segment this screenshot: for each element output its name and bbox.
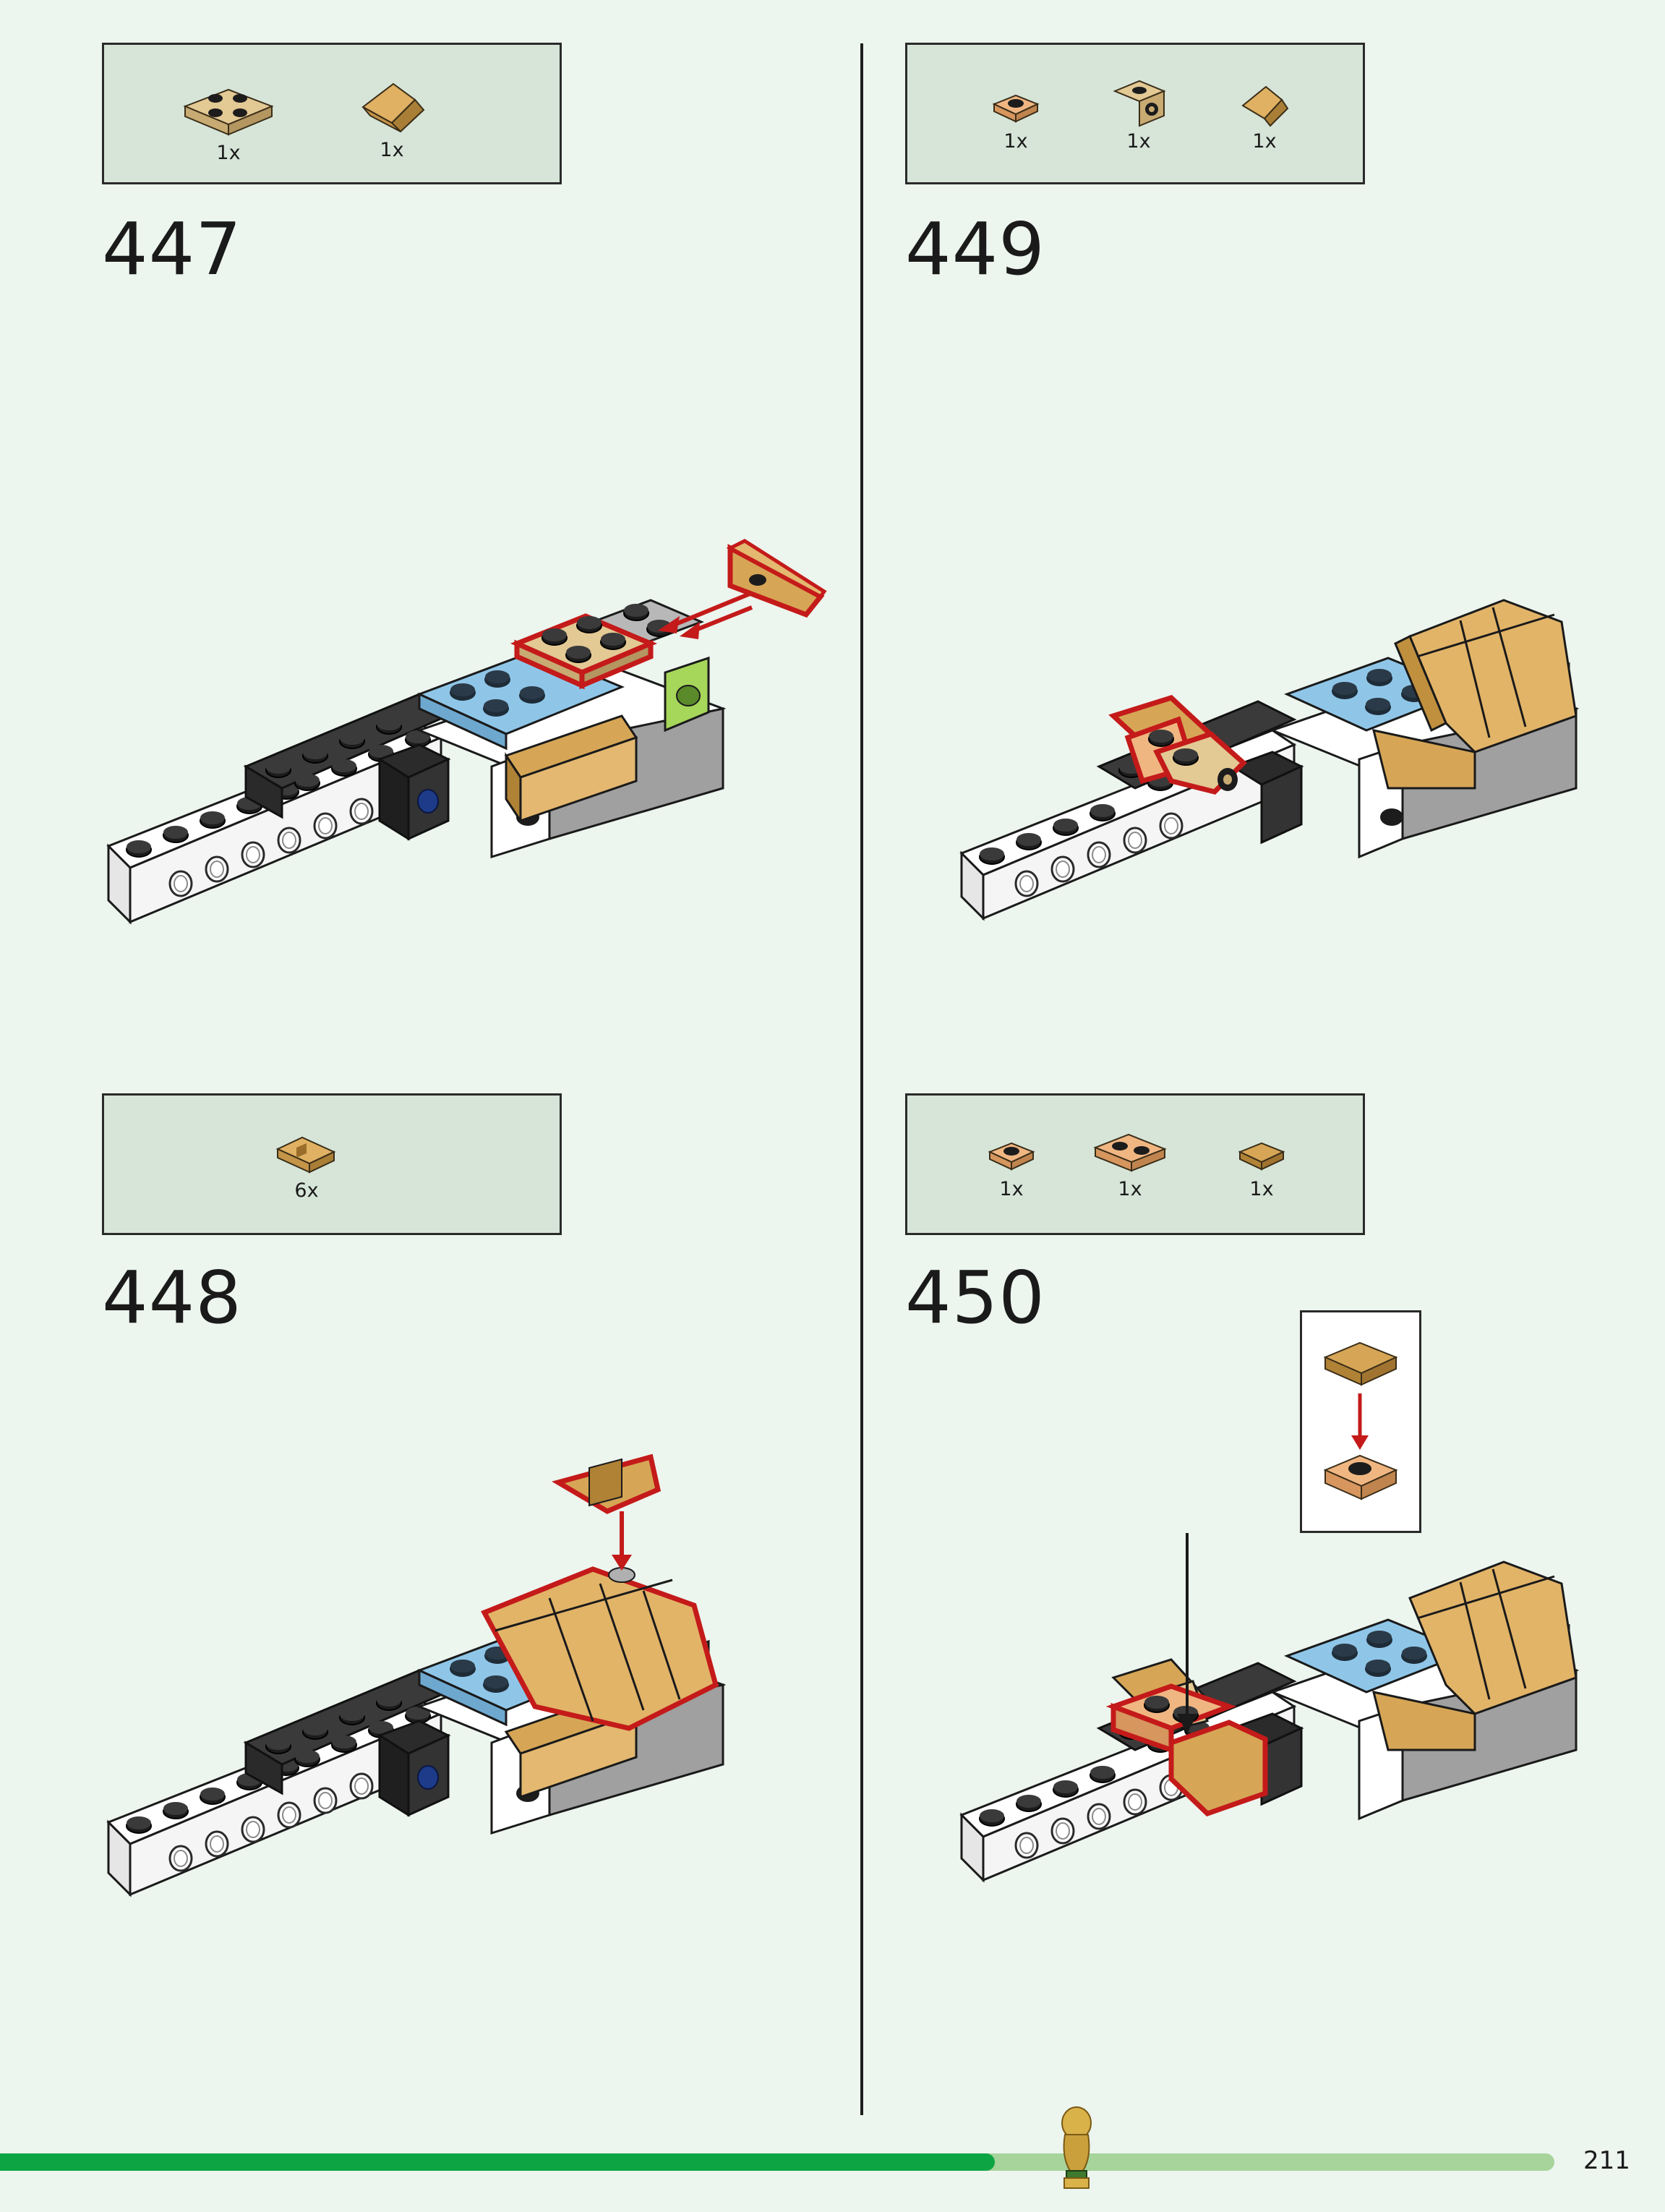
part-nougat-1x1-plate: 1x bbox=[958, 84, 1074, 153]
part-nougat-1x1-plate: 1x bbox=[954, 1132, 1069, 1200]
tan-bracket-icon bbox=[1106, 75, 1171, 127]
nougat-plate-icon bbox=[987, 84, 1045, 127]
part-quantity: 1x bbox=[334, 139, 450, 161]
tan-plate-icon bbox=[178, 74, 279, 139]
part-quantity: 1x bbox=[958, 130, 1074, 153]
part-quantity: 1x bbox=[1207, 130, 1322, 153]
gold-slope-icon bbox=[1236, 80, 1293, 127]
build-illustration-450 bbox=[954, 1533, 1648, 1909]
part-quantity: 1x bbox=[171, 142, 286, 164]
part-quantity: 6x bbox=[249, 1179, 364, 1202]
part-gold-tile: 1x bbox=[1204, 1132, 1319, 1200]
sub-assembly-diagram bbox=[1302, 1312, 1419, 1531]
parts-list-449: 1x 1x 1x bbox=[905, 43, 1365, 184]
progress-fill bbox=[0, 2153, 995, 2171]
sub-assembly-callout bbox=[1300, 1310, 1421, 1533]
part-quantity: 1x bbox=[954, 1178, 1069, 1200]
trophy-icon bbox=[1054, 2106, 1099, 2192]
part-gold-slope-double: 6x bbox=[249, 1124, 364, 1202]
gold-slope-icon bbox=[348, 71, 435, 136]
part-gold-slope: 1x bbox=[334, 71, 450, 161]
part-quantity: 1x bbox=[1204, 1178, 1319, 1200]
nougat-plate-icon bbox=[983, 1132, 1040, 1175]
parts-list-447: 1x 1x bbox=[102, 43, 562, 184]
build-illustration-449 bbox=[954, 571, 1648, 933]
step-number-448: 448 bbox=[102, 1262, 242, 1334]
part-tan-2x2-plate: 1x bbox=[171, 74, 286, 164]
build-illustration-448 bbox=[101, 1446, 839, 1909]
part-quantity: 1x bbox=[1081, 130, 1197, 153]
step-number-447: 447 bbox=[102, 213, 242, 286]
part-tan-bracket: 1x bbox=[1081, 75, 1197, 153]
page-number: 211 bbox=[1583, 2146, 1630, 2175]
part-nougat-1x2-plate: 1x bbox=[1072, 1126, 1188, 1200]
part-gold-slope: 1x bbox=[1207, 80, 1322, 153]
gold-slope-icon bbox=[263, 1124, 350, 1177]
parts-list-450: 1x 1x 1x bbox=[905, 1093, 1365, 1235]
nougat-plate-icon bbox=[1087, 1126, 1173, 1175]
gold-tile-icon bbox=[1233, 1132, 1291, 1175]
step-number-449: 449 bbox=[905, 213, 1045, 286]
parts-list-448: 6x bbox=[102, 1093, 562, 1235]
step-number-450: 450 bbox=[905, 1262, 1045, 1334]
build-illustration-447 bbox=[101, 528, 839, 933]
column-divider bbox=[860, 43, 863, 2115]
part-quantity: 1x bbox=[1072, 1178, 1188, 1200]
